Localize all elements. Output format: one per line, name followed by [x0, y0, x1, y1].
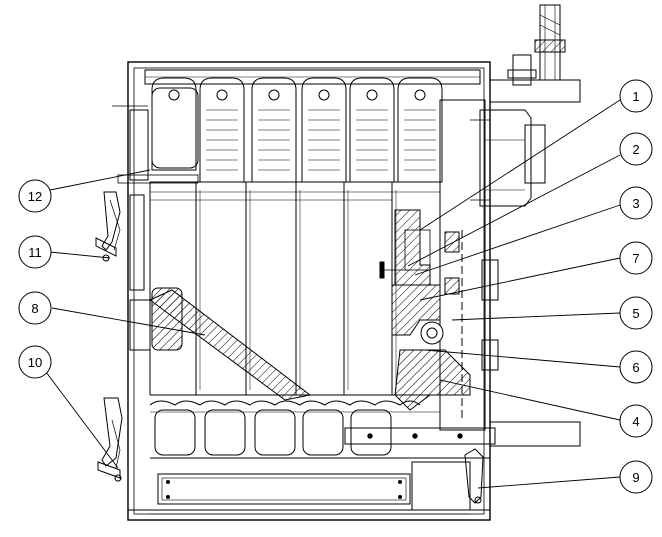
callout-11: 11	[18, 235, 52, 269]
callouts: 1 2 3 7 5 6 4 9	[18, 79, 653, 494]
callout-7: 7	[619, 241, 653, 275]
callout-12: 12	[18, 179, 52, 213]
callout-label: 8	[31, 301, 38, 316]
boiler-sections	[151, 77, 443, 183]
lower-sections	[149, 394, 490, 459]
callout-label: 5	[632, 306, 639, 321]
callout-3: 3	[619, 186, 653, 220]
callout-label: 2	[632, 142, 639, 157]
internal-hatched-parts	[379, 209, 471, 411]
door-handles	[95, 191, 123, 482]
bottom-pipe	[344, 421, 581, 447]
callout-label: 9	[632, 470, 639, 485]
callout-label: 4	[632, 414, 639, 429]
callout-9: 9	[619, 460, 653, 494]
callout-label: 7	[632, 251, 639, 266]
ash-pan	[157, 461, 471, 511]
callout-8: 8	[18, 291, 52, 325]
callout-10: 10	[18, 345, 52, 379]
callout-5: 5	[619, 296, 653, 330]
callout-label: 12	[28, 189, 42, 204]
callout-label: 1	[632, 89, 639, 104]
leader-lines	[45, 99, 621, 489]
callout-4: 4	[619, 404, 653, 438]
callout-label: 11	[28, 245, 42, 260]
callout-6: 6	[619, 350, 653, 384]
upper-header	[144, 69, 481, 85]
callout-label: 10	[28, 355, 42, 370]
top-right-pipes	[489, 4, 581, 103]
callout-1: 1	[619, 79, 653, 113]
callout-2: 2	[619, 132, 653, 166]
lever-9	[464, 448, 484, 504]
callout-label: 6	[632, 360, 639, 375]
left-door	[112, 87, 199, 351]
callout-label: 3	[632, 196, 639, 211]
